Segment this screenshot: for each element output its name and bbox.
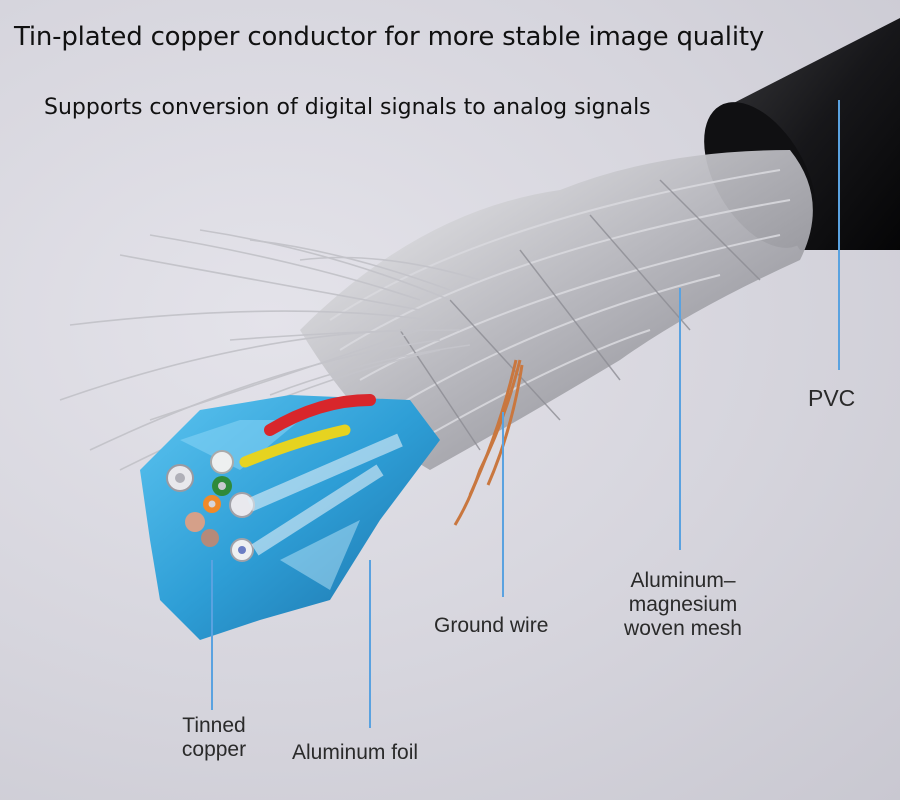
aluminum-foil-label: Aluminum foil	[292, 741, 419, 764]
mesh-label-line3: woven mesh	[624, 617, 742, 640]
copper-label-line1: Tinned	[182, 714, 246, 737]
mesh-label: Aluminum– magnesium woven mesh	[598, 569, 768, 641]
copper-callout-line	[211, 560, 213, 710]
copper-ground-wire	[453, 359, 524, 526]
aluminum-foil-shield	[140, 395, 440, 640]
mesh-callout-line	[679, 288, 681, 550]
page-title: Tin-plated copper conductor for more sta…	[14, 22, 765, 52]
foil-callout-line	[369, 560, 371, 728]
copper-label-line2: copper	[181, 738, 247, 761]
page-subtitle: Supports conversion of digital signals t…	[44, 95, 651, 120]
tinned-copper-label: Tinned copper	[162, 714, 266, 762]
loose-braid-strands	[59, 229, 481, 471]
ground-wire-label: Ground wire	[434, 614, 549, 637]
pvc-label: PVC	[808, 385, 856, 411]
inner-conductors	[166, 394, 403, 562]
aluminum-magnesium-braid	[300, 150, 813, 470]
mesh-label-line1: Aluminum–	[630, 569, 736, 592]
pvc-callout-line	[838, 100, 840, 370]
ground-callout-line	[502, 412, 504, 597]
mesh-label-line2: magnesium	[628, 593, 738, 616]
